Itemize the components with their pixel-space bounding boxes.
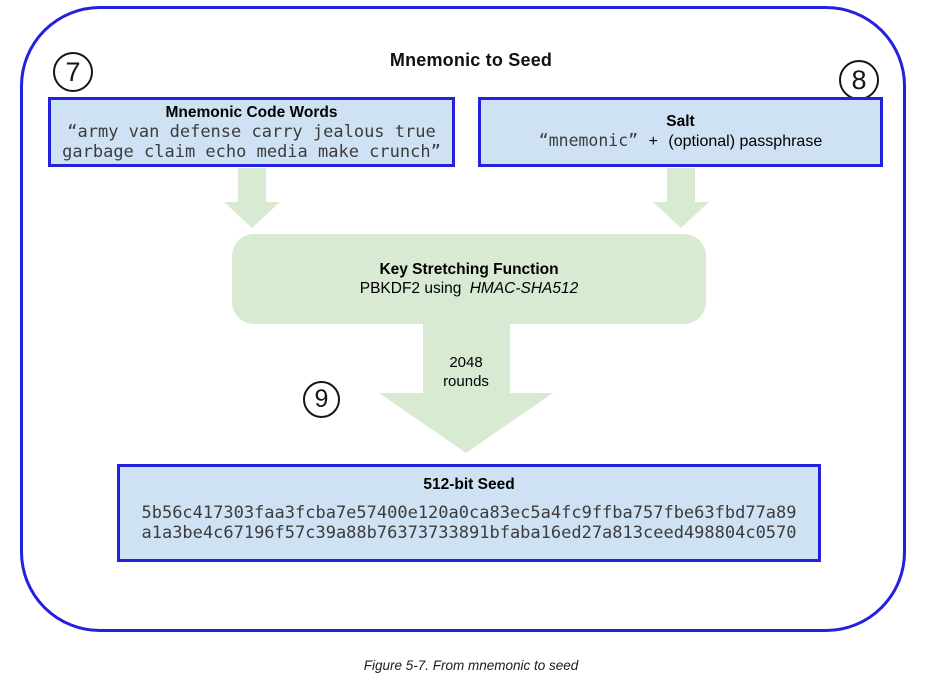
pbkdf2-text: PBKDF2 using xyxy=(359,279,462,297)
hmac-sha512-text: HMAC-SHA512 xyxy=(469,279,579,297)
salt-plus-sign: + xyxy=(648,132,658,150)
mnemonic-code-words-box: Mnemonic Code Words “army van defense ca… xyxy=(48,97,455,167)
mnemonic-box-title: Mnemonic Code Words xyxy=(165,103,338,121)
salt-box: Salt “mnemonic” + (optional) passphrase xyxy=(478,97,883,167)
step-marker-9-number: 9 xyxy=(314,385,329,413)
salt-box-content: “mnemonic” + (optional) passphrase xyxy=(539,131,822,153)
step-marker-8: 8 xyxy=(839,60,879,100)
arrow-head xyxy=(653,202,709,228)
salt-box-title: Salt xyxy=(666,112,695,130)
arrow-head xyxy=(379,393,553,453)
seed-box-title: 512-bit Seed xyxy=(423,476,515,493)
salt-down-arrow-icon xyxy=(653,168,709,228)
step-marker-7-number: 7 xyxy=(65,56,81,87)
rounds-label: 2048 rounds xyxy=(379,353,553,391)
step-marker-7: 7 xyxy=(53,52,93,92)
salt-mnemonic-literal: “mnemonic” xyxy=(538,130,639,150)
salt-passphrase-text: (optional) passphrase xyxy=(668,132,823,150)
rounds-word: rounds xyxy=(443,373,489,390)
arrow-shaft xyxy=(422,324,510,393)
mnemonic-words-line2: garbage claim echo media make crunch” xyxy=(62,141,441,162)
step-marker-9: 9 xyxy=(303,381,340,418)
seed-box: 512-bit Seed 5b56c417303faa3fcba7e57400e… xyxy=(117,464,821,562)
key-stretching-title: Key Stretching Function xyxy=(379,260,559,278)
seed-hex-line2: a1a3be4c67196f57c39a88b76373733891bfaba1… xyxy=(141,523,797,543)
rounds-down-arrow-icon xyxy=(379,324,553,453)
arrow-head xyxy=(224,202,280,228)
key-stretching-function-box: Key Stretching Function PBKDF2 using HMA… xyxy=(232,234,706,324)
arrow-shaft xyxy=(667,168,695,202)
key-stretching-subtitle: PBKDF2 using HMAC-SHA512 xyxy=(360,279,579,299)
mnemonic-down-arrow-icon xyxy=(224,168,280,228)
diagram-title: Mnemonic to Seed xyxy=(389,50,553,70)
step-marker-8-number: 8 xyxy=(851,64,867,95)
arrow-shaft xyxy=(238,168,266,202)
rounds-count: 2048 xyxy=(449,354,483,371)
figure-caption: Figure 5-7. From mnemonic to seed xyxy=(363,658,579,673)
mnemonic-words-line1: “army van defense carry jealous true xyxy=(67,121,436,142)
seed-hex-line1: 5b56c417303faa3fcba7e57400e120a0ca83ec5a… xyxy=(141,503,797,523)
